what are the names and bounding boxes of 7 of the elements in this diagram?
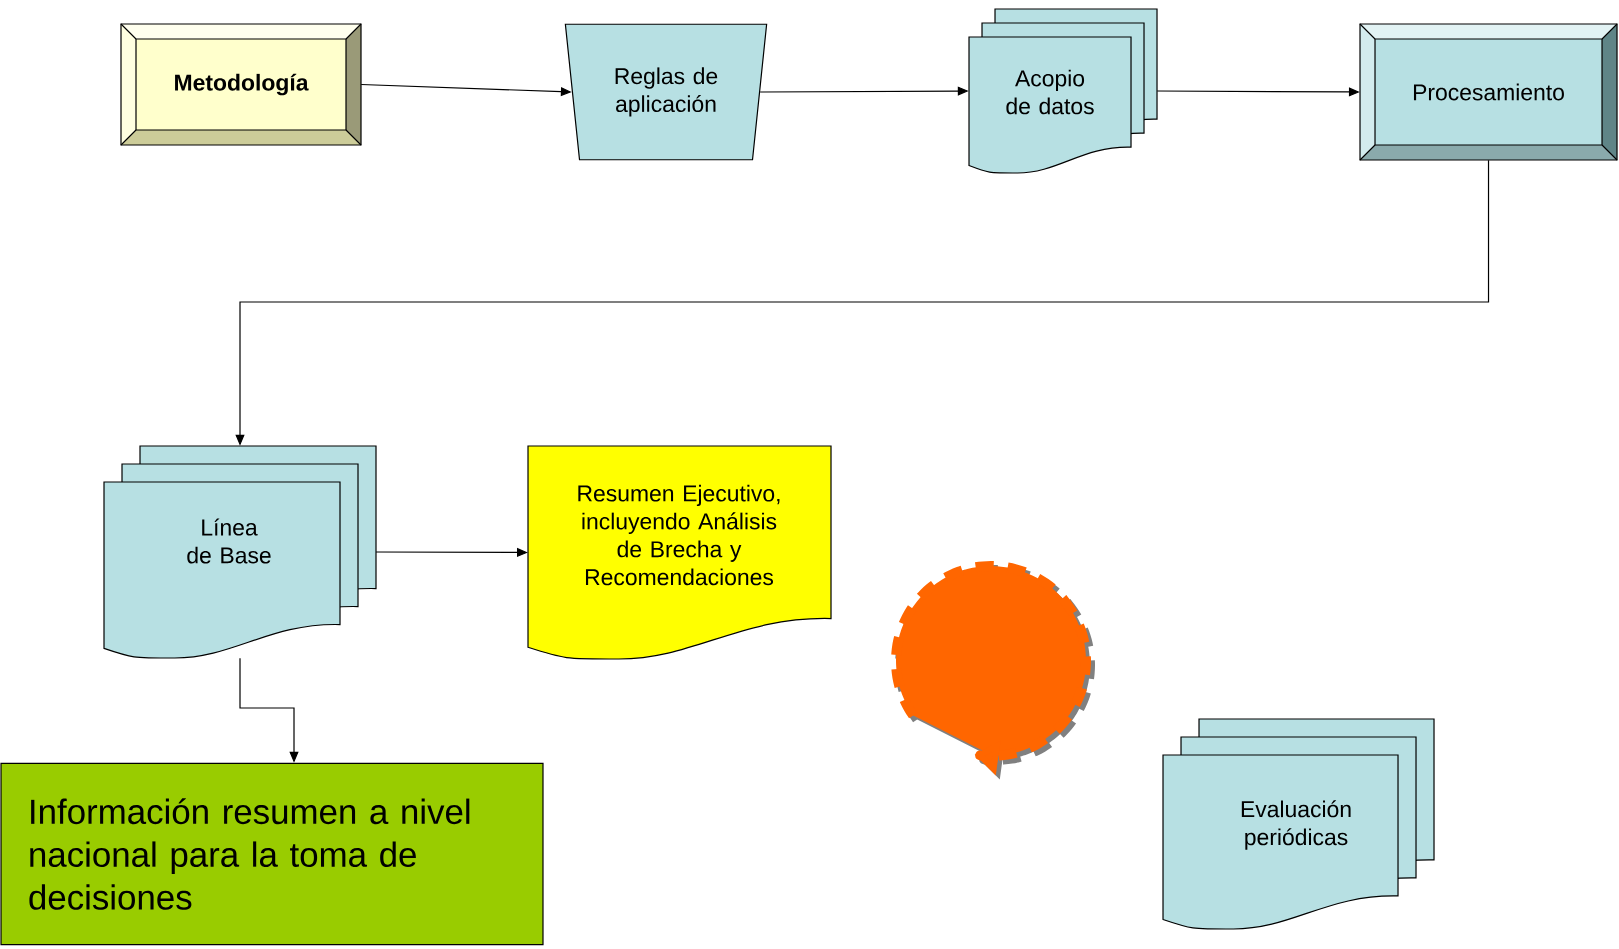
trapezoid-box: Reglas de aplicación: [564, 23, 768, 161]
document-stack: Acopio de datos: [968, 8, 1158, 174]
document-stack: Evaluación periódicas: [1162, 718, 1435, 930]
document-stack: Línea de Base: [103, 445, 377, 659]
process-box: Procesamiento: [1359, 23, 1618, 161]
process-box: Información resumen a nivel nacional para la toma de decisiones: [0, 762, 544, 946]
process-box: Metodología: [120, 23, 362, 146]
